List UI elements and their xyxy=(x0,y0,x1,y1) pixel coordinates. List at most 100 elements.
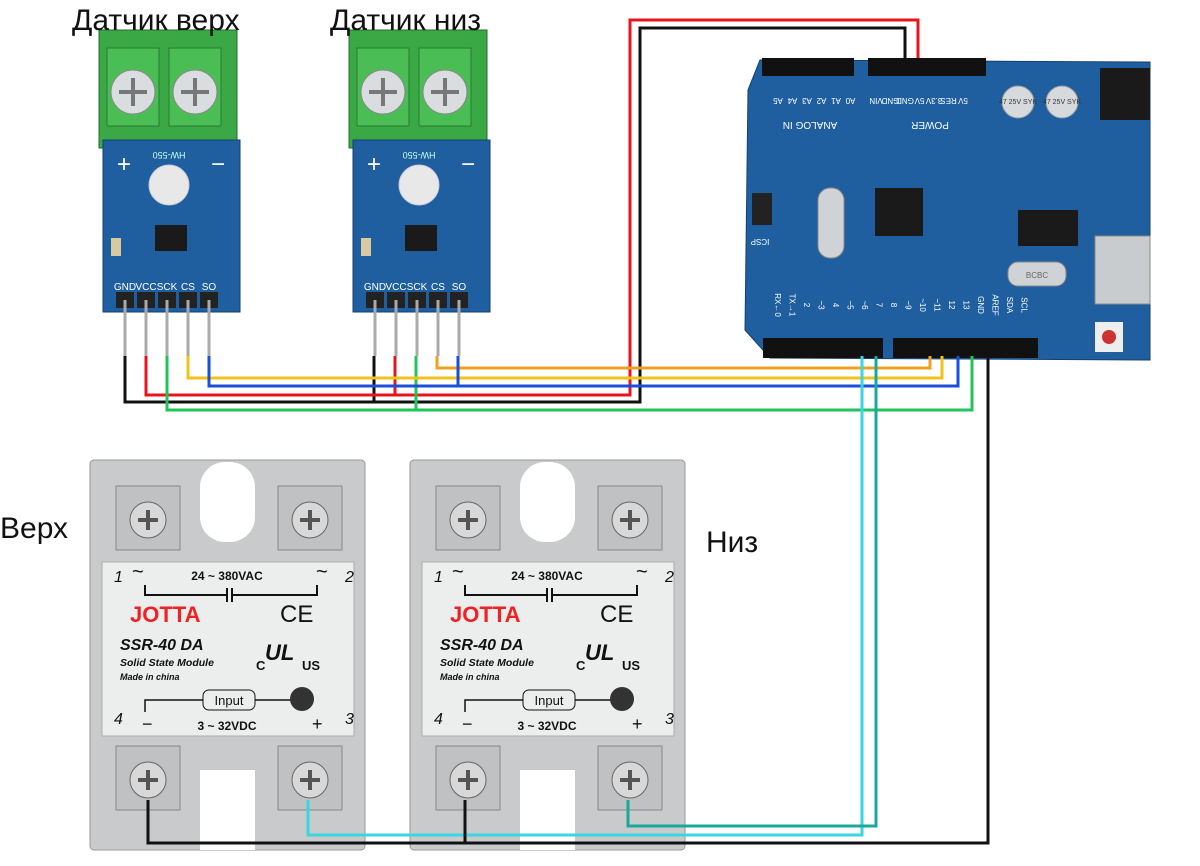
usb-port xyxy=(1094,235,1151,305)
analog-header xyxy=(762,58,854,76)
wire-cs-top xyxy=(186,356,944,380)
wire-control-bottom-relay xyxy=(626,356,878,828)
sensor-model: HW-550 xyxy=(403,150,436,160)
power-pin-label: 5V xyxy=(914,96,924,105)
ce-mark: CE xyxy=(600,601,633,628)
analog-title: ANALOG IN xyxy=(783,119,837,130)
screw-slot xyxy=(138,510,158,530)
power-pin-label: RES xyxy=(940,96,956,105)
analog-pin-label: A5 xyxy=(773,96,783,105)
ac-range: 24 ~ 380VAC xyxy=(511,569,583,583)
screw-slot xyxy=(300,510,320,530)
relay-desc: Solid State Module xyxy=(120,657,214,669)
pin-label-cs: CS xyxy=(431,282,445,293)
crystal-label: BCBC xyxy=(1026,271,1048,280)
input-box xyxy=(522,689,576,711)
input-label: Input xyxy=(215,693,244,708)
digital-pin-label: 8 xyxy=(889,303,898,308)
screw-slot xyxy=(431,78,459,106)
screw-slot xyxy=(458,770,478,790)
wire-gnd xyxy=(123,26,907,404)
power-pin-label: 3.3V xyxy=(925,96,942,105)
capacitor-label: 47 25V SYK xyxy=(999,99,1037,106)
label-sensor-top: Датчик верх xyxy=(72,4,240,37)
ac-tilde: ~ xyxy=(316,561,328,583)
status-led xyxy=(290,687,314,711)
ce-mark: CE xyxy=(280,601,313,628)
screw-slot xyxy=(138,770,158,790)
pin-label-sck: SCK xyxy=(157,282,178,293)
ul-mark: UL xyxy=(265,640,294,665)
input-line xyxy=(144,699,295,712)
terminal xyxy=(277,745,343,811)
terminal xyxy=(597,485,663,551)
capacitor xyxy=(361,238,371,256)
capacitor-label: 47 25V SYK xyxy=(1043,99,1081,106)
icsp-label: ICSP xyxy=(751,237,770,246)
analog-pin-label: A0 xyxy=(845,96,855,105)
input-label: Input xyxy=(535,693,564,708)
ac-symbol xyxy=(464,585,638,602)
power-pin-label: GND xyxy=(881,96,899,105)
ac-range: 24 ~ 380VAC xyxy=(191,569,263,583)
plus-mark: + xyxy=(367,151,381,178)
input-line xyxy=(464,699,615,712)
pin-label-vcc: VCC xyxy=(385,282,406,293)
pin-label-sck: SCK xyxy=(407,282,428,293)
digital-pin-label: ~10 xyxy=(918,298,927,312)
digital-pin-label: SCL xyxy=(1020,297,1029,313)
digital-pin-label: TX→1 xyxy=(788,294,797,317)
analog-pin-label: A4 xyxy=(787,96,797,105)
ul-us-mark: US xyxy=(622,658,640,673)
plus-label: + xyxy=(312,714,323,734)
relay-model: SSR-40 DA xyxy=(120,637,204,654)
pin-label-so: SO xyxy=(202,282,217,293)
plus-mark: + xyxy=(117,151,131,178)
capacitor xyxy=(1001,85,1035,119)
mount-slot-top xyxy=(200,462,255,542)
analog-pin-label: A3 xyxy=(802,96,812,105)
wire-control-top-relay xyxy=(306,356,864,837)
terminal-1-label: 1 xyxy=(114,569,123,586)
dc-range: 3 ~ 32VDC xyxy=(197,719,256,733)
digital-pin-label: 7 xyxy=(875,303,884,308)
usb-chip xyxy=(1018,210,1078,246)
digital-pin-label: ~5 xyxy=(846,300,855,310)
mount-slot-top xyxy=(520,462,575,542)
pin-label-so: SO xyxy=(452,282,467,293)
digital-pin-label: RX←0 xyxy=(773,293,782,317)
wire-sck xyxy=(165,356,974,412)
screw-slot xyxy=(181,78,209,106)
ul-mark: UL xyxy=(585,640,614,665)
capacitor xyxy=(111,238,121,256)
label-relay-bottom: Низ xyxy=(706,526,759,559)
digital-pin-label: ~6 xyxy=(860,300,869,310)
pin-label-cs: CS xyxy=(181,282,195,293)
brand-logo: JOTTA xyxy=(130,602,201,627)
capacitor xyxy=(1045,85,1079,119)
wire-vcc xyxy=(144,18,920,397)
ac-tilde: ~ xyxy=(132,561,144,583)
microcontroller-chip xyxy=(875,188,923,236)
mount-slot-bottom xyxy=(200,770,255,850)
input-box xyxy=(202,689,256,711)
analog-pin-label: A1 xyxy=(831,96,841,105)
pin-label-gnd: GND xyxy=(114,282,136,293)
minus-mark: − xyxy=(211,151,225,178)
mount-hole xyxy=(148,164,190,206)
digital-header-2 xyxy=(893,338,1038,358)
analog-pin-label: A2 xyxy=(816,96,826,105)
digital-pin-label: 4 xyxy=(831,303,840,308)
brand-logo: JOTTA xyxy=(450,602,521,627)
screw-slot xyxy=(620,510,640,530)
power-header xyxy=(868,58,986,76)
crystal xyxy=(817,187,845,259)
terminal-2-label: 2 xyxy=(344,569,354,586)
minus-label: − xyxy=(462,714,473,734)
digital-pin-label: GND xyxy=(976,296,985,314)
ul-us-mark: US xyxy=(302,658,320,673)
